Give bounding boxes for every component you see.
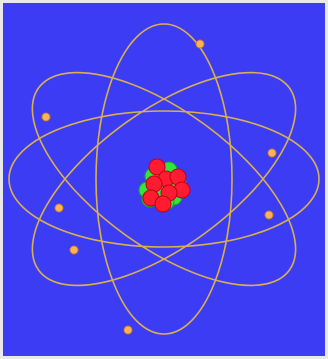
electron-1 <box>196 40 204 48</box>
proton-8 <box>155 196 171 212</box>
electron-5 <box>265 211 273 219</box>
electron-6 <box>70 246 78 254</box>
atom-illustration <box>3 3 325 356</box>
electron-4 <box>55 204 63 212</box>
electron-7 <box>124 326 132 334</box>
proton-4 <box>146 176 162 192</box>
atom-diagram <box>3 3 325 356</box>
electron-2 <box>42 113 50 121</box>
electron-3 <box>268 149 276 157</box>
